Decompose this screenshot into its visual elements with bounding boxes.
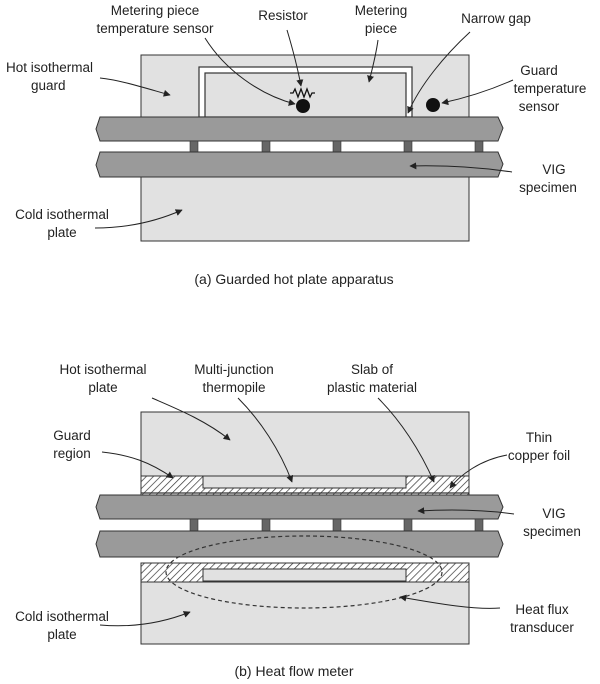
- label-guard-sensor-line2: temperature: [514, 81, 587, 96]
- label-guard-region-line1: Guard: [53, 428, 91, 443]
- label-resistor: Resistor: [258, 8, 308, 23]
- label-thermopile-line2: thermopile: [202, 380, 265, 395]
- heat-flux-transducer-outline: [165, 535, 443, 609]
- panel-a-guarded-hot-plate: Metering piece temperature sensor Resist…: [6, 3, 586, 287]
- label-metering-piece-line1: Metering: [355, 3, 408, 18]
- label-hot-plate-line2: plate: [88, 380, 117, 395]
- label-slab-line2: plastic material: [327, 380, 417, 395]
- resistor-symbol: [290, 87, 315, 99]
- label-foil-line2: copper foil: [508, 448, 570, 463]
- label-hot-plate-line1: Hot isothermal: [59, 362, 146, 377]
- label-cold-plate-b-line2: plate: [47, 627, 76, 642]
- vig-lower-glass-pane-b: [95, 530, 504, 558]
- label-cold-plate-b-line1: Cold isothermal: [15, 609, 109, 624]
- label-cold-plate-line2: plate: [47, 225, 76, 240]
- label-transducer-line1: Heat flux: [515, 602, 569, 617]
- label-hot-guard-line2: guard: [31, 78, 66, 93]
- lower-thermopile-slab: [202, 568, 407, 582]
- label-vig-b-line1: VIG: [542, 506, 565, 521]
- upper-thermopile-slab: [202, 475, 407, 489]
- label-metering-piece-line2: piece: [365, 21, 397, 36]
- label-cold-plate-line1: Cold isothermal: [15, 207, 109, 222]
- label-slab-line1: Slab of: [351, 362, 393, 377]
- vig-upper-glass-pane: [95, 116, 504, 142]
- guard-temperature-sensor: [426, 98, 440, 112]
- label-guard-region-line2: region: [53, 446, 91, 461]
- label-vig-b-line2: specimen: [523, 524, 581, 539]
- vig-upper-glass-pane-b: [95, 494, 504, 520]
- label-metering-sensor-line2: temperature sensor: [96, 21, 214, 36]
- cold-isothermal-plate-block-b: [140, 581, 470, 645]
- label-vig-line2: specimen: [519, 180, 577, 195]
- label-metering-sensor-line1: Metering piece: [111, 3, 200, 18]
- caption-panel-a: (a) Guarded hot plate apparatus: [194, 271, 393, 287]
- label-foil-line1: Thin: [526, 430, 552, 445]
- cold-isothermal-plate-block: [140, 176, 470, 242]
- panel-b-heat-flow-meter: Hot isothermal plate Multi-junction ther…: [15, 362, 581, 679]
- panel-a-leader-lines: [94, 29, 514, 229]
- metering-temperature-sensor: [296, 99, 310, 113]
- label-guard-sensor-line1: Guard: [520, 63, 558, 78]
- label-transducer-line2: transducer: [510, 620, 574, 635]
- vig-support-pillars: [189, 140, 484, 153]
- vig-lower-glass-pane: [95, 151, 504, 178]
- panel-b-leader-lines: [99, 397, 515, 627]
- caption-panel-b: (b) Heat flow meter: [234, 663, 353, 679]
- label-hot-guard-line1: Hot isothermal: [6, 60, 93, 75]
- vig-support-pillars-b: [189, 518, 484, 532]
- label-vig-line1: VIG: [542, 162, 565, 177]
- label-guard-sensor-line3: sensor: [519, 99, 560, 114]
- label-narrow-gap: Narrow gap: [461, 11, 531, 26]
- label-thermopile-line1: Multi-junction: [194, 362, 274, 377]
